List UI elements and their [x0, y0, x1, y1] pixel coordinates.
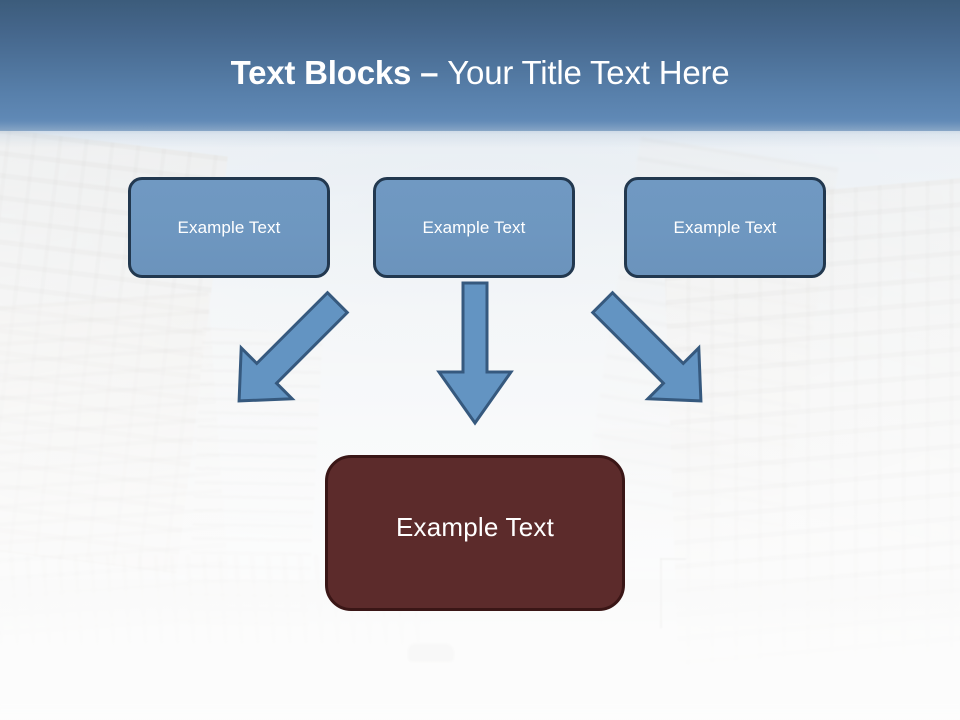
- page-title: Text Blocks – Your Title Text Here: [0, 53, 960, 93]
- arrow-down-right-icon: [237, 290, 350, 403]
- text-block-top-right-label: Example Text: [673, 217, 777, 237]
- arrow-down-icon: [436, 281, 514, 426]
- text-block-bottom[interactable]: Example Text: [325, 455, 625, 611]
- text-block-top-center[interactable]: Example Text: [373, 177, 575, 278]
- text-block-bottom-label: Example Text: [396, 511, 554, 542]
- page-title-separator: –: [420, 54, 439, 91]
- page-title-rest: Your Title Text Here: [447, 54, 730, 91]
- header-banner: [0, 0, 960, 131]
- page-title-bold: Text Blocks: [230, 54, 412, 91]
- text-block-top-center-label: Example Text: [422, 217, 526, 237]
- header-fade: [0, 118, 960, 148]
- text-block-top-left-label: Example Text: [177, 217, 281, 237]
- text-block-top-left[interactable]: Example Text: [128, 177, 330, 278]
- text-block-top-right[interactable]: Example Text: [624, 177, 826, 278]
- arrow-down-left-icon: [590, 290, 703, 403]
